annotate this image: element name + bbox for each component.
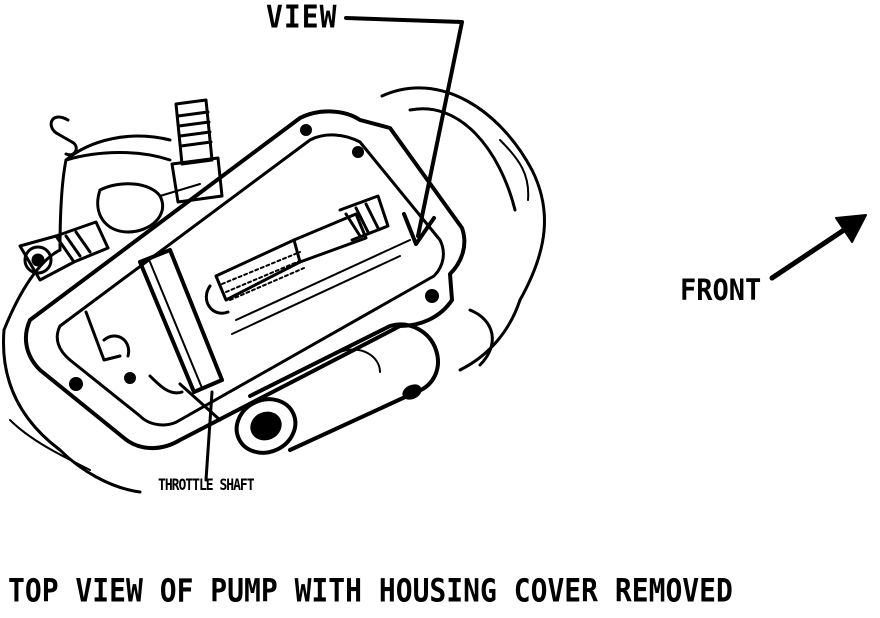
front-arrow: [769, 214, 867, 281]
front-label: FRONT: [680, 273, 762, 308]
throttle-lever: [138, 248, 224, 422]
governor-shaft: [204, 194, 411, 335]
figure-caption: TOP VIEW OF PUMP WITH HOUSING COVER REMO…: [8, 571, 733, 610]
hook: [49, 115, 78, 157]
housing-inner-wall: [55, 133, 445, 427]
view-leader-arrow: [344, 16, 464, 246]
throttle-shaft-leader: [204, 390, 214, 482]
view-label: VIEW: [266, 0, 338, 35]
left-fitting: [18, 220, 110, 282]
spring: [221, 251, 305, 301]
lower-cylinder: [234, 322, 440, 455]
housing-flange: [23, 109, 467, 450]
throttle-shaft-label: THROTTLE SHAFT: [158, 476, 255, 495]
linkage: [84, 310, 184, 395]
top-fitting: [170, 98, 224, 204]
left-casting: [2, 134, 201, 494]
bolt-holes: [69, 124, 439, 391]
pump-casting-outline: [380, 86, 546, 372]
